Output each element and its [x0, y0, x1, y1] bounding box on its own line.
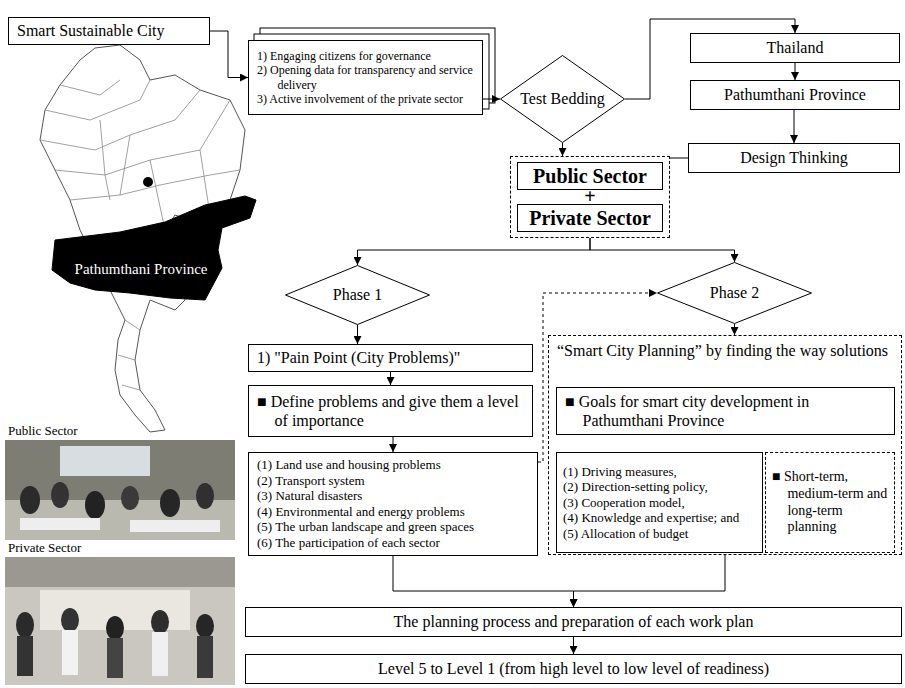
- node-text: (1) Driving measures,: [563, 464, 756, 480]
- list-box: (1) Land use and housing problems(2) Tra…: [248, 452, 538, 556]
- connector: [590, 238, 735, 262]
- connector: [393, 437, 394, 452]
- sector-box: Private Sector: [517, 204, 663, 232]
- connector: [795, 63, 796, 80]
- node-text: ■ Define problems and give them a level …: [257, 392, 524, 430]
- node-text: Phase 1: [333, 285, 382, 304]
- process-box: Design Thinking: [688, 143, 900, 173]
- process-box: The planning process and preparation of …: [245, 607, 902, 637]
- connector: [358, 238, 591, 265]
- map-label: Pathumthani Province: [66, 261, 216, 278]
- planning-region: “Smart City Planning” by finding the way…: [548, 335, 902, 555]
- photo-label: Public Sector: [8, 423, 208, 439]
- connector: [562, 143, 563, 156]
- node-text: (6) The participation of each sector: [257, 535, 529, 551]
- node-text: Phase 2: [710, 283, 759, 302]
- node-text: (4) Environmental and energy problems: [257, 504, 529, 520]
- node-text: (5) The urban landscape and green spaces: [257, 519, 529, 535]
- node-text: (4) Knowledge and expertise; and: [563, 510, 756, 526]
- phase-diamond: Phase 2: [657, 262, 812, 324]
- node-text: Pathumthani Province: [724, 85, 866, 104]
- node-text: (2) Direction-setting policy,: [563, 479, 756, 495]
- sector-group: +Public SectorPrivate Sector: [510, 156, 670, 238]
- node-text: Smart Sustainable City: [17, 21, 201, 40]
- label-text: Public Sector: [8, 423, 208, 439]
- node-text: Test Bedding: [520, 89, 605, 108]
- node-text: (5) Allocation of budget: [563, 526, 756, 542]
- connector: [393, 556, 574, 607]
- label-text: Private Sector: [8, 540, 208, 556]
- node-text: Public Sector: [533, 166, 647, 186]
- node-text: “Smart City Planning” by finding the way…: [557, 341, 893, 360]
- decision-diamond: Test Bedding: [500, 55, 625, 143]
- list-box: ■ Short-term, medium-term and long-term …: [765, 452, 895, 553]
- node-text: (3) Cooperation model,: [563, 495, 756, 511]
- process-box: Pathumthani Province: [690, 80, 900, 110]
- connector: [357, 325, 358, 344]
- process-box: 1) "Pain Point (City Problems)": [248, 344, 533, 372]
- node-text: 2) Opening data for transparency and ser…: [257, 63, 474, 92]
- sector-box: Public Sector: [517, 162, 663, 190]
- process-box: Thailand: [690, 33, 900, 63]
- node-text: ■ Short-term, medium-term and long-term …: [772, 469, 888, 536]
- public-sector-photo: [5, 440, 235, 540]
- node-text: 1) Engaging citizens for governance: [257, 49, 474, 63]
- node-text: (3) Natural disasters: [257, 488, 529, 504]
- list-box: (1) Driving measures,(2) Direction-setti…: [556, 452, 763, 553]
- province-dot: [143, 177, 153, 187]
- node-text: Thailand: [767, 38, 824, 57]
- thailand-map: [40, 45, 256, 432]
- connector: [670, 158, 688, 159]
- phase-diamond: Phase 1: [285, 265, 430, 325]
- connector: [794, 110, 795, 143]
- node-text: 1) "Pain Point (City Problems)": [257, 348, 524, 367]
- connector: [483, 99, 500, 100]
- node-text: (1) Land use and housing problems: [257, 457, 529, 473]
- node-text: 3) Active involvement of the private sec…: [257, 92, 474, 106]
- province-enlarged: [52, 196, 256, 300]
- start-box: Smart Sustainable City: [8, 17, 210, 45]
- node-text: Level 5 to Level 1 (from high level to l…: [378, 659, 769, 678]
- connector: [734, 324, 735, 335]
- document-box: 1) Engaging citizens for governance2) Op…: [248, 40, 483, 115]
- process-box: ■ Define problems and give them a level …: [248, 385, 533, 437]
- node-text: The planning process and preparation of …: [394, 612, 754, 631]
- connector: [573, 637, 574, 654]
- process-box: Level 5 to Level 1 (from high level to l…: [245, 654, 902, 684]
- node-text: Design Thinking: [740, 148, 848, 167]
- connector: [390, 372, 391, 385]
- process-box: ■ Goals for smart city development in Pa…: [556, 387, 895, 435]
- photo-label: Private Sector: [8, 540, 208, 556]
- node-text: Private Sector: [529, 208, 651, 228]
- connector: [574, 555, 726, 607]
- label-text: Pathumthani Province: [66, 261, 216, 278]
- private-sector-photo: [5, 557, 235, 685]
- node-text: (2) Transport system: [257, 473, 529, 489]
- node-text: ■ Goals for smart city development in Pa…: [565, 392, 886, 430]
- connector: [210, 31, 248, 78]
